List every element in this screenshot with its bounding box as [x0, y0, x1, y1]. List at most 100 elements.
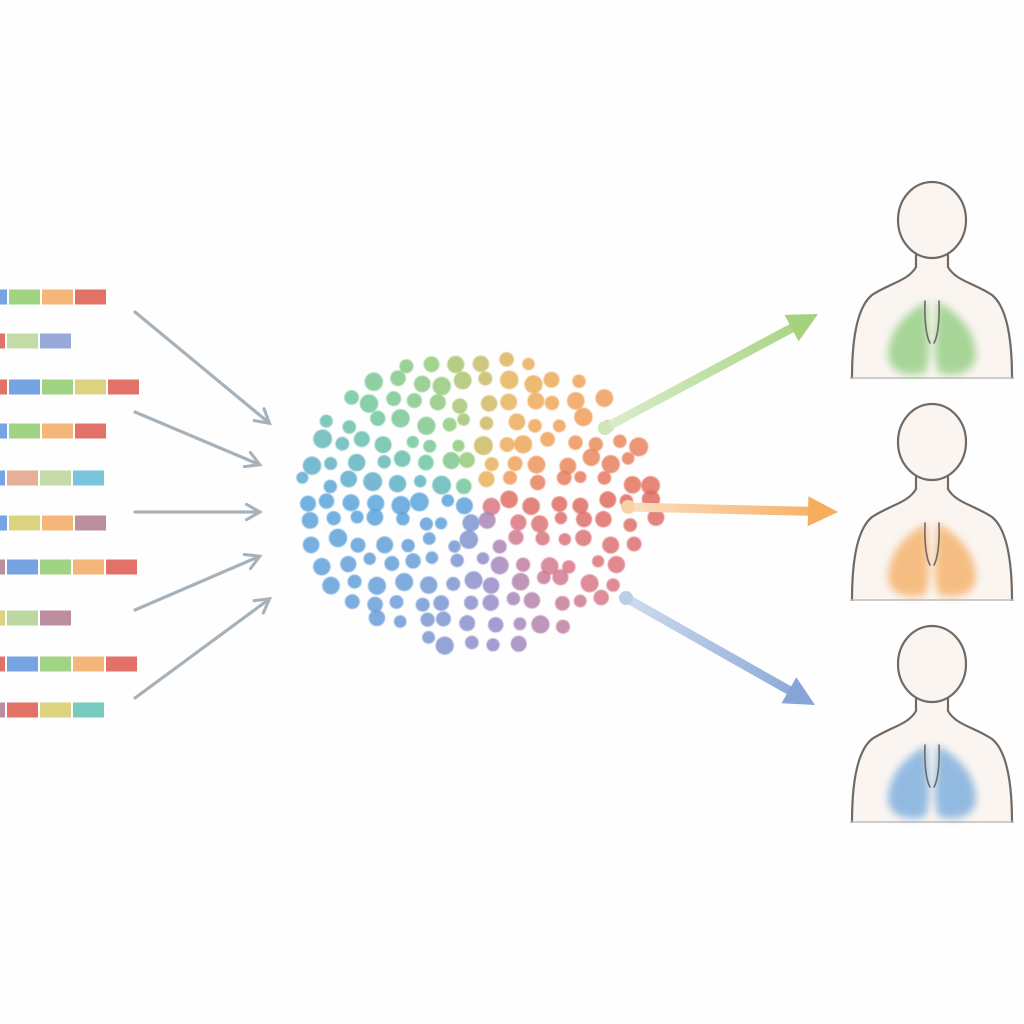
data-point	[388, 475, 407, 493]
data-point	[300, 495, 316, 512]
output-arrow-shaft	[623, 502, 813, 516]
data-point	[323, 479, 337, 494]
sequence-segment	[7, 610, 38, 626]
left-lung	[887, 523, 930, 597]
sequence-row	[0, 289, 106, 305]
data-point	[480, 395, 498, 412]
data-point	[322, 576, 340, 595]
patient-lungs	[887, 522, 977, 597]
sequence-row	[0, 423, 106, 439]
data-point	[613, 434, 627, 448]
data-point	[429, 394, 446, 411]
data-point	[335, 436, 350, 451]
data-point	[552, 419, 566, 433]
data-point	[492, 539, 507, 554]
patient-outline	[850, 475, 1014, 602]
sequence-segment	[73, 656, 104, 672]
left-lung	[887, 301, 930, 375]
data-point	[391, 496, 411, 515]
data-point	[363, 472, 383, 492]
data-point	[459, 615, 476, 632]
data-point	[435, 517, 448, 530]
data-point	[462, 514, 480, 532]
data-point	[368, 576, 386, 595]
data-point	[367, 596, 383, 613]
data-point	[606, 578, 620, 592]
data-point	[580, 574, 599, 593]
data-point	[399, 359, 414, 374]
data-point	[597, 471, 612, 485]
output-arrow-origin	[598, 421, 612, 435]
sequence-segment	[0, 610, 5, 626]
sequence-segment	[106, 656, 137, 672]
sequence-segment	[0, 289, 7, 305]
data-point	[482, 594, 499, 611]
data-point	[476, 552, 490, 565]
sequence-row	[0, 379, 139, 395]
sequence-segment	[42, 289, 73, 305]
data-point	[406, 393, 422, 409]
sequence-segment	[75, 379, 106, 395]
data-point	[405, 553, 421, 569]
data-point	[595, 389, 614, 407]
data-point	[647, 509, 665, 526]
sequence-segment	[9, 379, 40, 395]
right-lung	[934, 301, 977, 375]
data-point	[313, 429, 332, 449]
data-point	[478, 471, 495, 488]
data-point	[446, 576, 461, 591]
data-point	[393, 450, 411, 468]
data-point	[391, 409, 410, 428]
data-point	[302, 536, 320, 554]
sequence-row	[0, 610, 71, 626]
sequence-segment	[7, 470, 38, 486]
sequence-segment	[9, 289, 40, 305]
data-point	[472, 355, 489, 372]
output-arrow-origin	[621, 500, 635, 514]
sequence-segment	[73, 559, 104, 575]
data-point	[389, 595, 404, 609]
data-point	[576, 511, 592, 528]
data-point	[506, 591, 521, 606]
data-point	[556, 619, 570, 634]
data-point	[588, 437, 603, 452]
sequence-segment	[40, 656, 71, 672]
patient-outline	[850, 697, 1014, 824]
data-point-cluster	[296, 352, 665, 655]
data-point	[456, 478, 472, 495]
output-arrow-head	[784, 314, 818, 342]
data-point	[422, 631, 435, 644]
data-point	[324, 457, 338, 470]
sequence-segment	[7, 702, 38, 718]
input-arrow	[133, 410, 263, 469]
data-point	[350, 537, 366, 553]
data-point	[531, 615, 550, 634]
data-point	[450, 553, 464, 568]
data-point	[574, 407, 593, 427]
data-point	[540, 431, 555, 447]
data-point	[537, 570, 551, 585]
data-point	[573, 594, 587, 608]
data-point	[486, 638, 500, 652]
sequence-segment	[0, 656, 5, 672]
data-point	[420, 576, 438, 594]
data-point	[452, 439, 465, 452]
data-point	[442, 452, 460, 470]
data-point	[567, 392, 585, 410]
input-arrow	[133, 552, 263, 612]
patient-head	[896, 402, 968, 482]
data-point	[384, 556, 400, 571]
output-arrow-shaft	[600, 323, 797, 433]
input-arrow	[133, 597, 273, 700]
output-arrow-head	[781, 677, 815, 705]
data-point	[340, 556, 357, 573]
data-point	[417, 416, 436, 435]
data-point	[465, 635, 479, 650]
data-point	[522, 497, 540, 515]
output-arrow-origin	[619, 591, 633, 605]
patient-figure	[850, 402, 1014, 602]
sequence-segment	[40, 610, 71, 626]
data-point	[326, 511, 341, 526]
data-point	[602, 536, 620, 554]
patient-head	[896, 624, 968, 704]
